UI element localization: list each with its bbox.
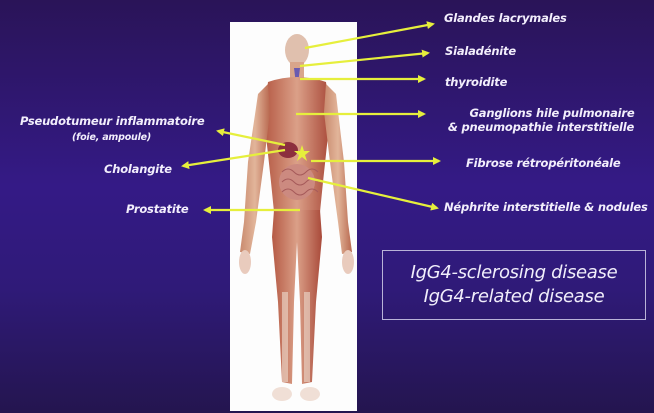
label-glandes-lacrymales: Glandes lacrymales xyxy=(444,11,567,25)
label-ganglions-line1: Ganglions hile pulmonaire xyxy=(469,106,635,120)
label-thyroidite: thyroidite xyxy=(445,75,508,89)
anatomy-figure-panel xyxy=(230,22,357,411)
label-cholangite: Cholangite xyxy=(104,162,172,176)
label-ganglions-line2: & pneumopathie interstitielle xyxy=(447,120,635,134)
disease-name-box: IgG4-sclerosing disease IgG4-related dis… xyxy=(382,250,646,320)
box-line-related: IgG4-related disease xyxy=(423,286,605,307)
box-line-sclerosing: IgG4-sclerosing disease xyxy=(410,262,618,283)
label-prostatite: Prostatite xyxy=(126,202,189,216)
label-fibrose: Fibrose rétropéritonéale xyxy=(466,156,621,170)
label-pseudotumeur-sub: (foie, ampoule) xyxy=(72,132,152,143)
label-sialadenite: Sialadénite xyxy=(445,44,516,58)
label-ganglions: Ganglions hile pulmonaire & pneumopathie… xyxy=(448,106,647,134)
label-nephrite: Néphrite interstitielle & nodules xyxy=(444,200,648,214)
label-pseudotumeur: Pseudotumeur inflammatoire xyxy=(20,114,205,128)
human-body-illustration xyxy=(239,34,354,401)
